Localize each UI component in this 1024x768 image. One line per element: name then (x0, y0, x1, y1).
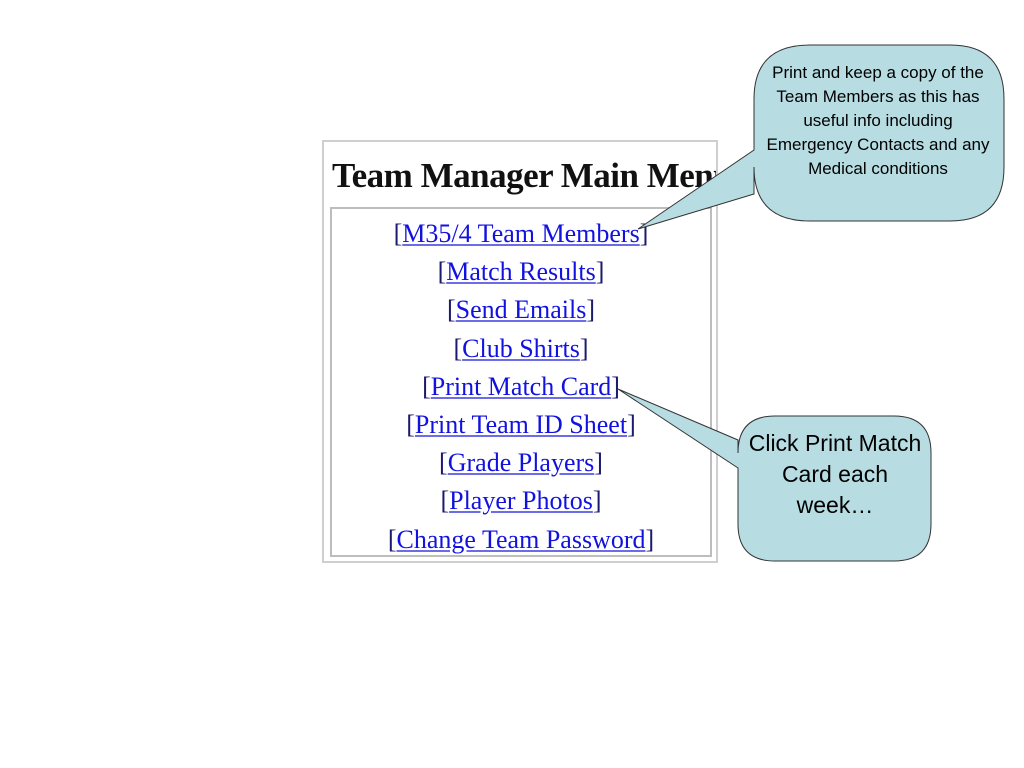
bracket-open: [ (453, 333, 463, 363)
bracket-open: [ (440, 486, 450, 516)
bracket-close: ] (645, 524, 655, 554)
bracket-close: ] (592, 486, 602, 516)
menu-item-match-results[interactable]: [Match Results] (332, 253, 710, 291)
menu-link-print-team-id-sheet[interactable]: Print Team ID Sheet (414, 410, 628, 440)
menu-link-send-emails[interactable]: Send Emails (455, 295, 587, 325)
menu-link-change-team-password[interactable]: Change Team Password (396, 524, 646, 554)
menu-link-club-shirts[interactable]: Club Shirts (462, 333, 580, 363)
menu-item-print-team-id-sheet[interactable]: [Print Team ID Sheet] (332, 406, 710, 444)
bracket-close: ] (611, 371, 620, 401)
menu-title: Team Manager Main Menu (332, 156, 718, 195)
bracket-close: ] (627, 410, 636, 440)
menu-link-grade-players[interactable]: Grade Players (447, 448, 595, 478)
bracket-open: [ (422, 371, 431, 401)
menu-item-team-members[interactable]: [M35/4 Team Members] (332, 215, 710, 253)
bracket-open: [ (439, 448, 448, 478)
menu-link-match-results[interactable]: Match Results (446, 257, 596, 287)
bracket-open: [ (387, 524, 397, 554)
bracket-open: [ (437, 257, 447, 287)
bracket-close: ] (594, 448, 603, 478)
bracket-close: ] (586, 295, 596, 325)
bracket-close: ] (579, 333, 589, 363)
menu-link-print-match-card[interactable]: Print Match Card (430, 371, 612, 401)
menu-item-player-photos[interactable]: [Player Photos] (332, 482, 710, 520)
menu-item-club-shirts[interactable]: [Club Shirts] (332, 330, 710, 368)
bracket-open: [ (393, 219, 403, 248)
menu-item-grade-players[interactable]: [Grade Players] (332, 444, 710, 482)
menu-link-player-photos[interactable]: Player Photos (449, 486, 593, 516)
callout-match-card-note: Click Print Match Card each week… (748, 430, 922, 518)
bracket-close: ] (639, 219, 649, 248)
menu-item-send-emails[interactable]: [Send Emails] (332, 291, 710, 329)
bracket-close: ] (595, 257, 605, 287)
bracket-open: [ (446, 295, 456, 325)
menu-link-team-members[interactable]: M35/4 Team Members (402, 219, 640, 248)
callout-team-members-note: Print and keep a copy of the Team Member… (766, 63, 990, 178)
menu-item-print-match-card[interactable]: [Print Match Card] (332, 368, 710, 406)
bracket-open: [ (406, 410, 415, 440)
menu-list: [M35/4 Team Members] [Match Results] [Se… (330, 207, 712, 557)
team-manager-menu-panel: Team Manager Main Menu [M35/4 Team Membe… (322, 140, 718, 563)
menu-item-change-team-password[interactable]: [Change Team Password] (332, 521, 710, 559)
